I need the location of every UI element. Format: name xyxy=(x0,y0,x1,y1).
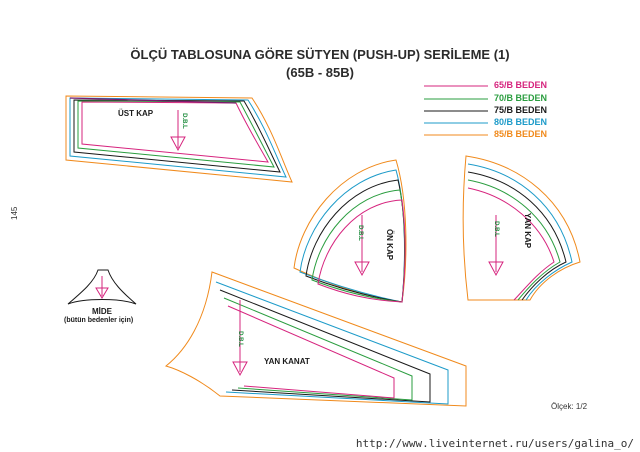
page-number: 145 xyxy=(10,206,19,220)
yan-kap-grain-label: D.B.L xyxy=(492,221,499,237)
yan-kanat-piece xyxy=(164,271,467,407)
yan-kanat-label: YAN KANAT xyxy=(264,357,310,366)
legend-label-75: 75/B BEDEN xyxy=(494,105,548,115)
mide-note: (bütün bedenler için) xyxy=(64,317,134,324)
legend-lines xyxy=(424,85,488,136)
on-kap-label: ÖN KAP xyxy=(385,228,395,261)
ust-kap-piece xyxy=(65,95,293,183)
yan-kap-piece xyxy=(462,155,581,301)
page-subtitle: (65B - 85B) xyxy=(286,65,354,80)
mide-piece xyxy=(67,269,137,305)
ust-kap-label: ÜST KAP xyxy=(118,109,154,118)
legend-label-70: 70/B BEDEN xyxy=(494,93,548,103)
legend-label-65: 65/B BEDEN xyxy=(494,80,548,90)
legend-label-80: 80/B BEDEN xyxy=(494,117,548,127)
page-title: ÖLÇÜ TABLOSUNA GÖRE SÜTYEN (PUSH-UP) SER… xyxy=(130,47,510,62)
watermark-bar: http://www.liveinternet.ru/users/galina_… xyxy=(0,436,640,452)
watermark-url: http://www.liveinternet.ru/users/galina_… xyxy=(355,437,634,450)
on-kap-piece xyxy=(293,159,407,303)
legend-label-85: 85/B BEDEN xyxy=(494,129,548,139)
on-kap-grain-label: D.B.L xyxy=(356,225,363,241)
mide-label: MİDE xyxy=(92,307,112,316)
yan-kap-label: YAN KAP xyxy=(523,212,533,249)
scale-note: Ölçek: 1/2 xyxy=(551,402,588,411)
ust-kap-grain-label: D.B.L xyxy=(180,113,187,129)
yan-kanat-grain-label: D.B.L xyxy=(236,331,243,347)
